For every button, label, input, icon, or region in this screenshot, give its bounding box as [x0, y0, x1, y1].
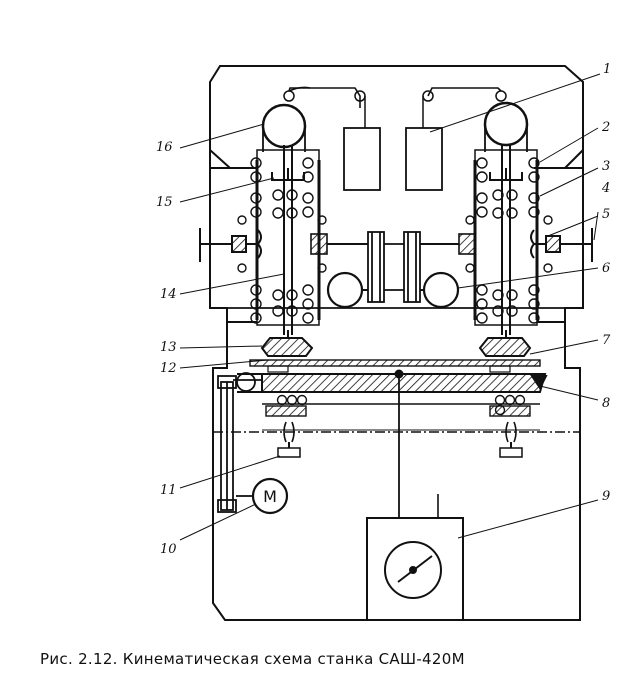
- work-table: [261, 373, 547, 393]
- callout-16: 16: [156, 140, 173, 155]
- callout-3: 3: [602, 159, 610, 174]
- right-sanding-shoe: [478, 337, 532, 357]
- callout-2: 2: [601, 120, 610, 135]
- left-coupling: [283, 421, 295, 443]
- left-handwheel: [199, 228, 262, 262]
- measuring-instrument: [366, 517, 464, 621]
- dial-needle: [397, 555, 433, 583]
- counterweight-right: [405, 127, 443, 191]
- callout-leaders: [179, 73, 601, 541]
- right-handwheel: [530, 228, 593, 262]
- motor: [251, 477, 289, 515]
- central-clutch: [367, 231, 421, 303]
- callout-4: 4: [601, 181, 610, 196]
- figure-caption: Рис. 2.12. Кинематическая схема станка С…: [40, 650, 465, 668]
- right-coupling: [505, 421, 517, 443]
- right-feed-block: [458, 233, 476, 255]
- sanding-belt: [249, 359, 541, 367]
- callout-7: 7: [602, 333, 611, 348]
- callout-8: 8: [602, 396, 610, 411]
- right-top-pulley: [483, 101, 529, 147]
- chain-drive: [217, 375, 262, 513]
- left-top-pulley: [261, 103, 307, 149]
- callout-5: 5: [602, 207, 610, 222]
- callout-10: 10: [160, 542, 177, 557]
- top-cable-right: [427, 87, 502, 97]
- callout-11: 11: [160, 483, 177, 498]
- callout-15: 15: [156, 195, 173, 210]
- left-column-assembly: [255, 145, 321, 335]
- callout-9: 9: [602, 489, 610, 504]
- counterweight-left: [343, 127, 381, 191]
- left-sanding-shoe: [260, 337, 314, 357]
- left-coupling-actuator: [277, 447, 301, 458]
- callout-6: 6: [602, 261, 610, 276]
- dial-gauge: [384, 541, 442, 599]
- right-column-assembly: [473, 145, 539, 335]
- callout-13: 13: [160, 340, 177, 355]
- callout-1: 1: [603, 62, 611, 77]
- right-slide: [489, 405, 531, 417]
- right-drive-roller: [422, 271, 460, 309]
- right-coupling-actuator: [499, 447, 523, 458]
- callout-12: 12: [160, 361, 177, 376]
- top-cable-left: [288, 87, 361, 108]
- left-drive-roller: [326, 271, 364, 309]
- left-feed-block: [310, 233, 328, 255]
- left-slide: [265, 405, 307, 417]
- callout-14: 14: [160, 287, 177, 302]
- motor-symbol: M: [263, 487, 277, 506]
